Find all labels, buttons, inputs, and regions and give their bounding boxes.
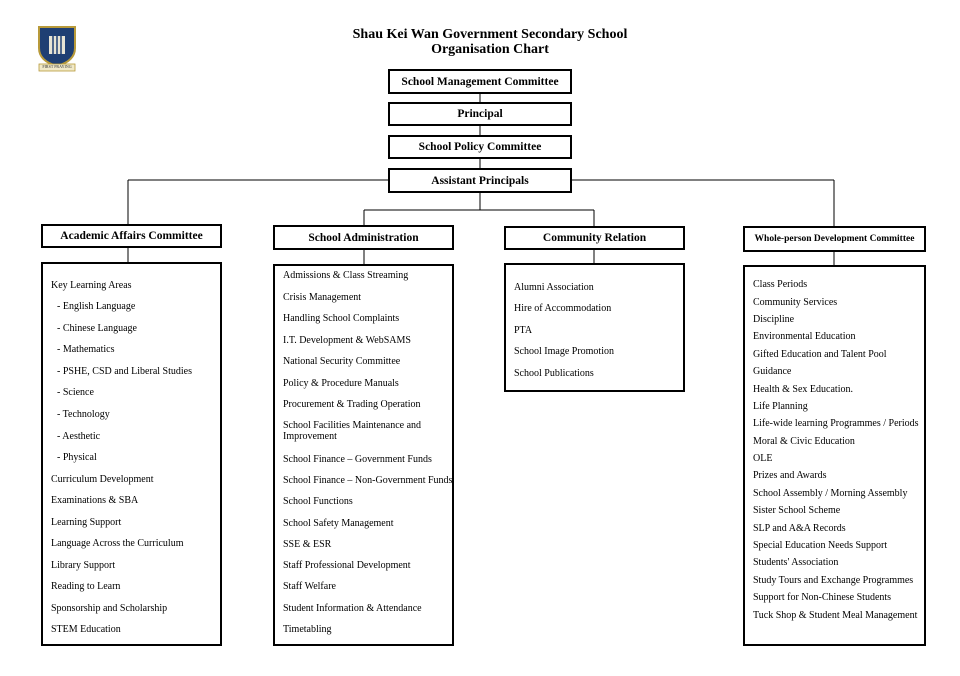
list-item: School Image Promotion	[514, 346, 614, 357]
page-subtitle: Organisation Chart	[431, 42, 549, 57]
list-item: Reading to Learn	[51, 581, 121, 592]
list-item: - English Language	[57, 301, 136, 312]
list-item: School Finance – Government Funds	[283, 454, 432, 465]
list-item: Moral & Civic Education	[753, 436, 855, 447]
list-item: SLP and A&A Records	[753, 523, 846, 534]
crest-motto: FIRST PRAYING	[42, 64, 72, 69]
list-item: Timetabling	[283, 624, 332, 635]
list-item: - Mathematics	[57, 344, 115, 355]
list-item: Discipline	[753, 314, 795, 325]
school-administration-list: Admissions & Class Streaming Crisis Mana…	[273, 264, 454, 646]
page-title: Shau Kei Wan Government Secondary School	[352, 27, 628, 42]
list-item: Environmental Education	[753, 331, 856, 342]
list-item: Curriculum Development	[51, 474, 154, 485]
list-item: Library Support	[51, 560, 116, 571]
list-item: Guidance	[753, 366, 792, 377]
list-item: Language Across the Curriculum	[51, 538, 184, 549]
list-item: Students' Association	[753, 557, 839, 568]
list-item: - Physical	[57, 452, 97, 463]
list-item: Health & Sex Education.	[753, 384, 853, 395]
list-item: I.T. Development & WebSAMS	[283, 335, 411, 346]
list-item: - Science	[57, 387, 94, 398]
assistant-principals-box: Assistant Principals	[388, 168, 572, 193]
list-item: School Safety Management	[283, 518, 394, 529]
list-item: PTA	[514, 325, 533, 336]
list-item: Crisis Management	[283, 292, 362, 303]
list-item: - Technology	[57, 409, 110, 420]
academic-affairs-list: Key Learning Areas - English Language - …	[41, 262, 222, 646]
whole-person-development-committee-box: Whole-person Development Committee	[743, 226, 926, 252]
list-item: Gifted Education and Talent Pool	[753, 349, 887, 360]
list-item: Hire of Accommodation	[514, 303, 612, 314]
list-item: Examinations & SBA	[51, 495, 139, 506]
school-management-committee-box: School Management Committee	[388, 69, 572, 94]
list-item: Policy & Procedure Manuals	[283, 378, 399, 389]
list-item: Student Information & Attendance	[283, 603, 422, 614]
list-item: School Finance – Non-Government Funds	[283, 475, 453, 486]
academic-affairs-committee-box: Academic Affairs Committee	[41, 224, 222, 248]
list-item: Class Periods	[753, 279, 808, 290]
list-item: Staff Professional Development	[283, 560, 411, 571]
list-item: Key Learning Areas	[51, 280, 132, 291]
list-item: Support for Non-Chinese Students	[753, 592, 892, 603]
shield-icon	[38, 26, 76, 72]
list-item: Tuck Shop & Student Meal Management	[753, 610, 918, 621]
school-administration-box: School Administration	[273, 225, 454, 250]
list-item: STEM Education	[51, 624, 121, 635]
community-relation-list: Alumni Association Hire of Accommodation…	[504, 263, 685, 392]
list-item: - Chinese Language	[57, 323, 137, 334]
principal-box: Principal	[388, 102, 572, 126]
list-item: - PSHE, CSD and Liberal Studies	[57, 366, 192, 377]
list-item: Procurement & Trading Operation	[283, 399, 421, 410]
whole-person-development-list: Class Periods Community Services Discipl…	[743, 265, 926, 646]
list-item: Prizes and Awards	[753, 470, 827, 481]
list-item: Learning Support	[51, 517, 122, 528]
list-item: Community Services	[753, 297, 838, 308]
list-item: School Assembly / Morning Assembly	[753, 488, 908, 499]
list-item: Study Tours and Exchange Programmes	[753, 575, 914, 586]
school-policy-committee-box: School Policy Committee	[388, 135, 572, 159]
list-item: OLE	[753, 453, 773, 464]
list-item: Staff Welfare	[283, 581, 336, 592]
list-item: Life-wide learning Programmes / Periods	[753, 418, 919, 429]
list-item: School Functions	[283, 496, 353, 507]
list-item: SSE & ESR	[283, 539, 332, 550]
list-item: Sponsorship and Scholarship	[51, 603, 168, 614]
list-item: School Facilities Maintenance and Improv…	[283, 420, 422, 442]
list-item: Admissions & Class Streaming	[283, 270, 409, 281]
list-item: Handling School Complaints	[283, 313, 400, 324]
school-crest: FIRST PRAYING	[36, 24, 78, 72]
list-item: - Aesthetic	[57, 431, 101, 442]
list-item: Sister School Scheme	[753, 505, 841, 516]
list-item: Special Education Needs Support	[753, 540, 888, 551]
list-item: Alumni Association	[514, 282, 594, 293]
list-item: Life Planning	[753, 401, 808, 412]
list-item: School Publications	[514, 368, 594, 379]
community-relation-box: Community Relation	[504, 226, 685, 250]
list-item: National Security Committee	[283, 356, 401, 367]
